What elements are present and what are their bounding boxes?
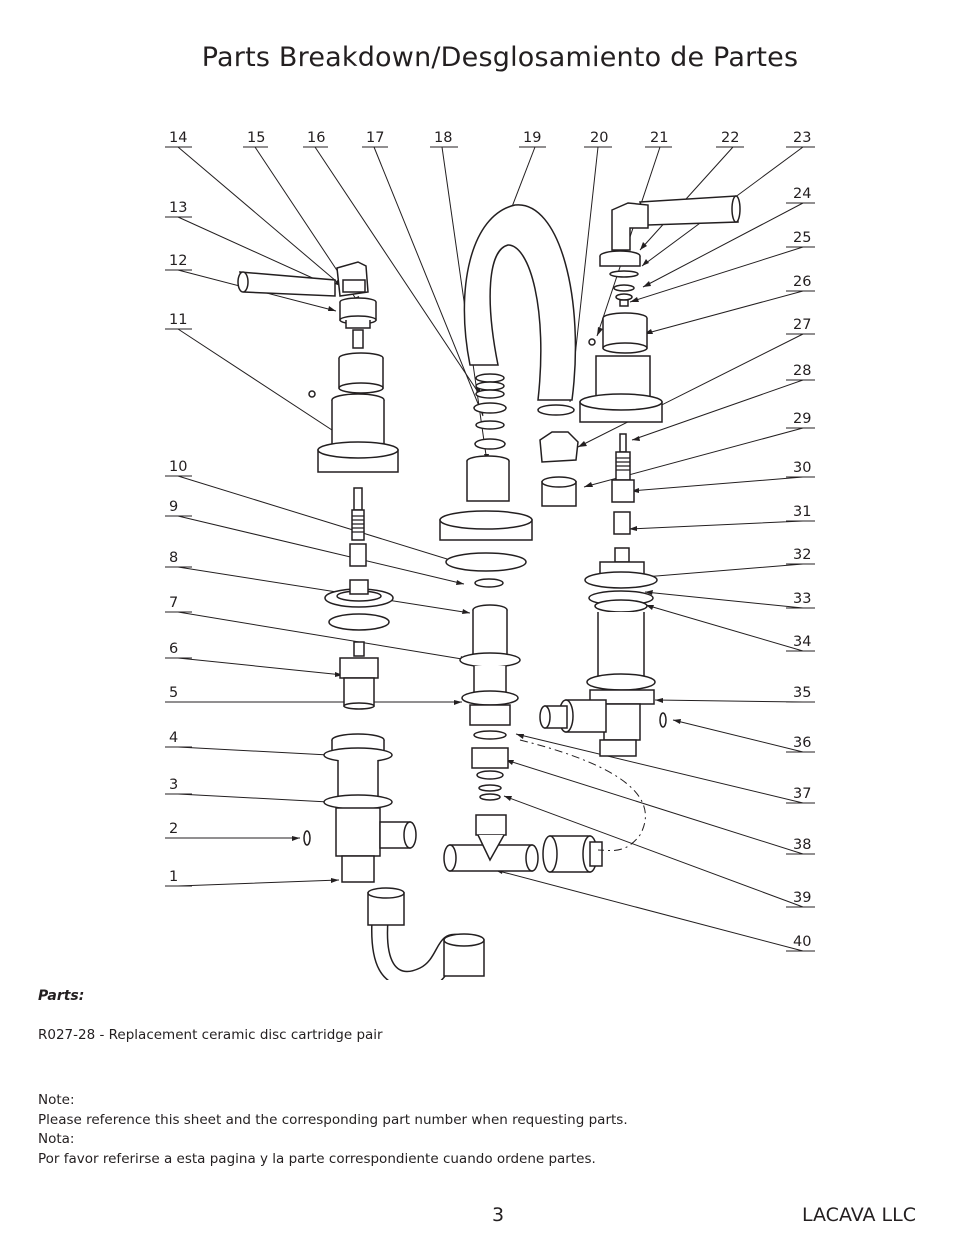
callout-37: 37 [793, 786, 811, 802]
flex-hose [367, 887, 485, 980]
replacement-part-line: R027-28 - Replacement ceramic disc cartr… [38, 1027, 383, 1043]
callout-20: 20 [590, 130, 608, 146]
callout-30: 30 [793, 460, 811, 476]
callout-labels: 14 15 16 17 18 19 20 21 22 23 13 12 11 1… [169, 130, 811, 950]
callout-27: 27 [793, 317, 811, 333]
page-number: 3 [492, 1204, 505, 1226]
callout-25: 25 [793, 230, 811, 246]
callout-4: 4 [169, 730, 178, 746]
left-valve-assembly [237, 261, 417, 883]
callout-11: 11 [169, 312, 187, 328]
callout-36: 36 [793, 735, 811, 751]
callout-28: 28 [793, 363, 811, 379]
callout-22: 22 [721, 130, 739, 146]
callout-29: 29 [793, 411, 811, 427]
callout-17: 17 [366, 130, 384, 146]
callout-34: 34 [793, 634, 811, 650]
callout-13: 13 [169, 200, 187, 216]
callout-18: 18 [434, 130, 452, 146]
note-text-es: Por favor referirse a esta pagina y la p… [38, 1150, 596, 1167]
callout-31: 31 [793, 504, 811, 520]
company-name: LACAVA LLC [802, 1204, 916, 1226]
callout-32: 32 [793, 547, 811, 563]
callout-39: 39 [793, 890, 811, 906]
callout-7: 7 [169, 595, 178, 611]
callout-35: 35 [793, 685, 811, 701]
callout-2: 2 [169, 821, 178, 837]
note-label-en: Note: [38, 1092, 75, 1108]
callout-8: 8 [169, 550, 178, 566]
callout-3: 3 [169, 777, 178, 793]
callout-16: 16 [307, 130, 325, 146]
callout-15: 15 [247, 130, 265, 146]
parts-breakdown-diagram: 14 15 16 17 18 19 20 21 22 23 13 12 11 1… [165, 130, 815, 980]
callout-21: 21 [650, 130, 668, 146]
callout-26: 26 [793, 274, 811, 290]
callout-19: 19 [523, 130, 541, 146]
note-block: Note: Please reference this sheet and th… [38, 1091, 628, 1169]
callout-5: 5 [169, 685, 178, 701]
callout-10: 10 [169, 459, 187, 475]
page-title: Parts Breakdown/Desglosamiento de Partes [201, 42, 799, 73]
left-handle [237, 261, 369, 297]
callout-38: 38 [793, 837, 811, 853]
parts-heading: Parts: [38, 988, 85, 1004]
right-valve-assembly [539, 195, 741, 757]
callout-9: 9 [169, 499, 178, 515]
note-label-es: Nota: [38, 1131, 75, 1147]
callout-24: 24 [793, 186, 811, 202]
callout-33: 33 [793, 591, 811, 607]
callout-23: 23 [793, 130, 811, 146]
callout-40: 40 [793, 934, 811, 950]
callout-6: 6 [169, 641, 178, 657]
note-text-en: Please reference this sheet and the corr… [38, 1111, 628, 1128]
callout-12: 12 [169, 253, 187, 269]
callout-14: 14 [169, 130, 187, 146]
center-spout-assembly [439, 204, 646, 873]
callout-1: 1 [169, 869, 178, 885]
